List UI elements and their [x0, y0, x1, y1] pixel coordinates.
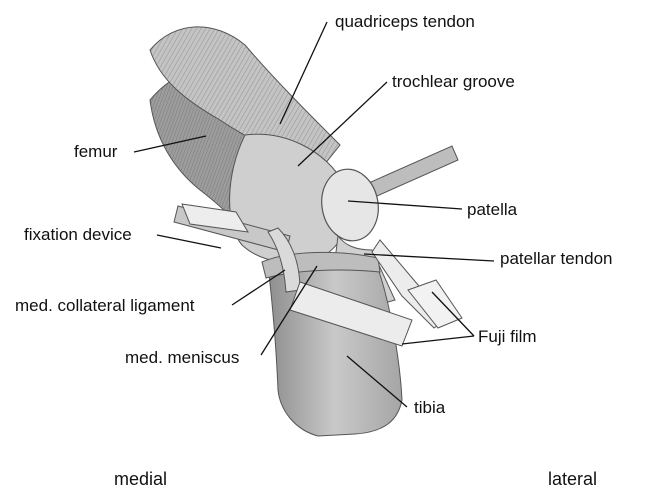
- leader-fuji-film-lower: [402, 336, 474, 344]
- leader-fixation-device: [157, 235, 221, 248]
- label-lateral: lateral: [548, 469, 597, 486]
- label-tibia: tibia: [414, 398, 445, 418]
- lateral-fixation-rod: [362, 146, 458, 200]
- label-patellar-tendon: patellar tendon: [500, 249, 612, 269]
- label-femur: femur: [74, 142, 117, 162]
- label-fixation-device: fixation device: [24, 225, 132, 245]
- label-trochlear-groove: trochlear groove: [392, 72, 515, 92]
- label-fuji-film: Fuji film: [478, 327, 537, 347]
- label-med-meniscus: med. meniscus: [125, 348, 239, 368]
- label-quadriceps-tendon: quadriceps tendon: [335, 12, 475, 32]
- label-medial: medial: [114, 469, 167, 486]
- label-patella: patella: [467, 200, 517, 220]
- label-med-collateral-ligament: med. collateral ligament: [15, 296, 195, 316]
